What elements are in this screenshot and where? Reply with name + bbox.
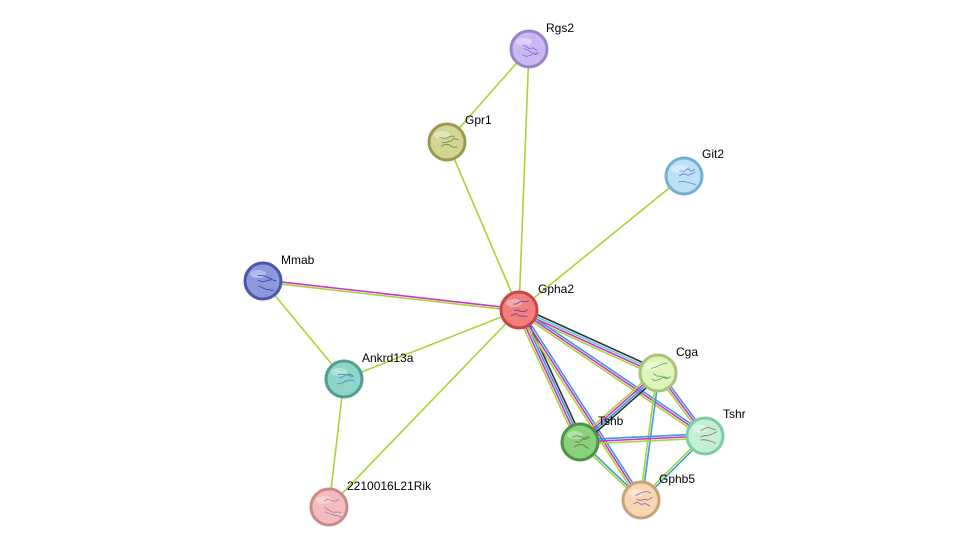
node-label: Gpr1 [465, 113, 492, 127]
edge-Mmab-Gpha2[interactable] [262, 279, 520, 312]
protein-structure-icon [336, 373, 355, 385]
node-Cga[interactable]: Cga [638, 345, 698, 393]
node-circle[interactable] [324, 359, 364, 399]
node-label: Tshr [723, 407, 746, 421]
node-highlight [567, 431, 583, 439]
node-circle[interactable] [309, 487, 349, 527]
protein-structure-icon [323, 498, 343, 519]
protein-structure-icon [572, 435, 591, 449]
edge-line [579, 433, 705, 441]
edge-Ankrd13a-2210016L21Rik[interactable] [328, 378, 345, 508]
edge-line [518, 310, 658, 375]
protein-structure-icon [439, 135, 459, 148]
node-label: 2210016L21Rik [347, 479, 432, 493]
node-circle[interactable] [664, 156, 704, 196]
edge-line [328, 309, 520, 508]
protein-structure-icon [650, 362, 671, 382]
node-label: Git2 [702, 147, 724, 161]
edge-line [263, 279, 520, 310]
edge-Gpha2-Gpr1[interactable] [446, 141, 520, 311]
node-Mmab[interactable]: Mmab [243, 253, 315, 301]
edge-line [516, 310, 640, 502]
node-label: Rgs2 [546, 21, 574, 35]
edge-Gpha2-Git2[interactable] [518, 175, 685, 311]
protein-structure-icon [678, 167, 697, 185]
node-highlight [628, 489, 644, 497]
node-label: Gphb5 [659, 472, 695, 486]
node-highlight [331, 368, 347, 376]
edge-Gpha2-Cga[interactable] [517, 306, 660, 377]
node-Gpr1[interactable]: Gpr1 [427, 113, 492, 162]
edge-line [579, 435, 706, 443]
edge-line [580, 437, 706, 445]
edge-line [446, 141, 520, 311]
node-2210016L21Rik[interactable]: 2210016L21Rik [309, 479, 432, 527]
protein-structure-icon [633, 491, 653, 507]
node-highlight [516, 38, 532, 46]
node-label: Cga [676, 345, 698, 359]
node-highlight [434, 131, 450, 139]
edge-line [446, 48, 530, 143]
protein-structure-icon [521, 44, 540, 57]
node-highlight [250, 270, 266, 278]
node-highlight [645, 362, 661, 370]
node-highlight [506, 299, 522, 307]
edge-line [328, 378, 345, 508]
edge-line [520, 308, 644, 500]
node-label: Gpha2 [538, 282, 574, 296]
node-circle[interactable] [499, 290, 539, 330]
edge-line [517, 312, 657, 377]
node-highlight [671, 165, 687, 173]
node-Ankrd13a[interactable]: Ankrd13a [324, 351, 414, 399]
edge-Gpha2-Tshb[interactable] [515, 308, 584, 444]
edge-line [262, 281, 519, 312]
node-label: Ankrd13a [362, 351, 414, 365]
edge-line [518, 175, 685, 311]
edge-line [517, 310, 580, 443]
node-circle[interactable] [638, 353, 678, 393]
protein-structure-icon [700, 426, 718, 445]
edge-Gpha2-Rgs2[interactable] [518, 48, 530, 311]
edge-line [518, 309, 642, 501]
edge-line [262, 280, 345, 380]
node-label: Tshb [598, 414, 624, 428]
node-Git2[interactable]: Git2 [664, 147, 724, 196]
edge-Gpha2-Tshr[interactable] [517, 307, 707, 439]
edge-line [519, 307, 707, 435]
edge-Gpr1-Rgs2[interactable] [446, 48, 530, 143]
edge-Mmab-Ankrd13a[interactable] [262, 280, 345, 380]
node-highlight [316, 496, 332, 504]
edge-line [518, 309, 706, 437]
edge-line [515, 311, 578, 444]
node-label: Mmab [281, 253, 315, 267]
edge-line [519, 308, 659, 373]
node-Tshr[interactable]: Tshr [685, 407, 746, 456]
edge-Gpha2-2210016L21Rik[interactable] [328, 309, 520, 508]
node-highlight [692, 425, 708, 433]
protein-structure-icon [511, 300, 530, 318]
edge-line [520, 306, 660, 371]
edge-line [517, 311, 705, 439]
node-Rgs2[interactable]: Rgs2 [509, 21, 574, 69]
edge-Tshb-Tshr[interactable] [579, 433, 706, 445]
node-Tshb[interactable]: Tshb [560, 414, 624, 462]
edge-line [518, 48, 530, 311]
protein-structure-icon [257, 275, 277, 292]
node-Gphb5[interactable]: Gphb5 [621, 472, 695, 520]
edge-line [343, 309, 520, 380]
edge-Gpha2-Ankrd13a[interactable] [343, 309, 520, 380]
node-Gpha2[interactable]: Gpha2 [499, 282, 574, 330]
edge-Gpha2-Gphb5[interactable] [516, 308, 644, 502]
